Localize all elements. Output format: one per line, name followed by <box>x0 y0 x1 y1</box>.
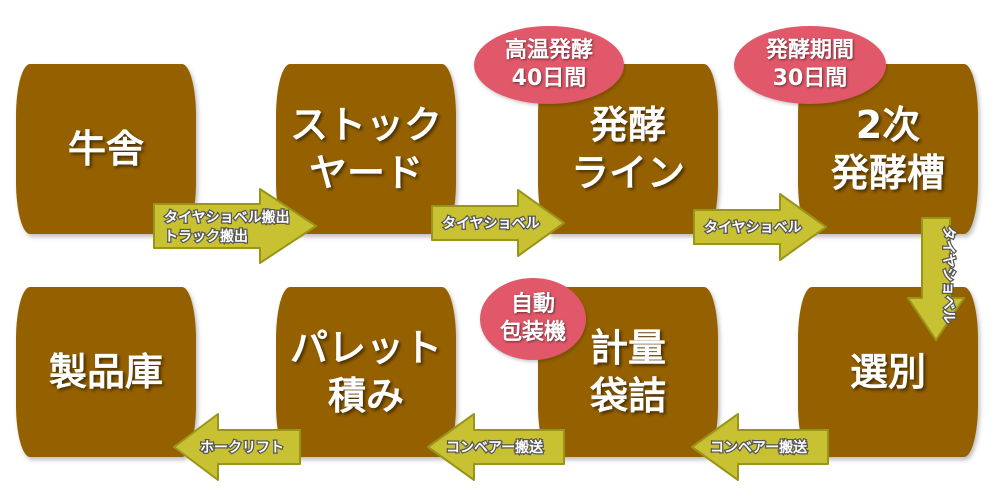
box-sorting: 選別 <box>798 287 978 457</box>
bubble-auto-pack: 自動 包装機 <box>480 278 586 360</box>
box-cowshed: 牛舎 <box>16 64 196 234</box>
arrow-label: タイヤショベル <box>442 216 540 232</box>
box-label: 製品庫 <box>48 350 163 394</box>
arrow-label: タイヤショベル <box>704 220 802 236</box>
arrow-stockyard-to-fermentation: タイヤショベル <box>431 189 565 257</box>
arrow-secondary-to-sorting: タイヤショベル <box>907 217 965 341</box>
arrow-palletizing-to-warehouse: ホークリフト <box>173 413 301 481</box>
arrow-weighing-to-palletizing: コンベアー搬送 <box>427 413 565 481</box>
arrow-sorting-to-weighing: コンベアー搬送 <box>691 413 829 481</box>
box-label: ストック ヤード <box>289 103 442 195</box>
box-label: 牛舎 <box>67 127 144 171</box>
box-stockyard: ストック ヤード <box>276 64 456 234</box>
arrow-fermentation-to-secondary: タイヤショベル <box>693 193 827 261</box>
box-label: 計量 袋詰 <box>589 326 666 418</box>
arrow-cowshed-to-stockyard: タイヤショベル搬出 トラック搬出 <box>153 188 317 264</box>
box-label: 2次 発酵槽 <box>830 103 945 195</box>
arrow-label-line-2: トラック搬出 <box>164 228 248 245</box>
arrow-label: コンベアー搬送 <box>710 439 808 456</box>
bubble-high-temp: 高温発酵 40日間 <box>474 26 624 104</box>
arrow-label: ホークリフト <box>200 440 284 456</box>
box-fermentation-line: 発酵 ライン <box>538 64 718 234</box>
box-label: パレット 積み <box>289 326 442 418</box>
bubble-period: 発酵期間 30日間 <box>734 26 886 104</box>
bubble-label: 発酵期間 30日間 <box>765 38 854 91</box>
box-product-warehouse: 製品庫 <box>16 287 196 457</box>
bubble-label: 高温発酵 40日間 <box>504 38 593 91</box>
box-label: 選別 <box>849 350 926 394</box>
arrow-label: コンベアー搬送 <box>446 439 544 456</box>
box-palletizing: パレット 積み <box>276 287 456 457</box>
arrow-label: タイヤショベル <box>940 226 956 324</box>
bubble-label: 自動 包装機 <box>499 292 566 345</box>
arrow-label-line-1: タイヤショベル搬出 <box>164 209 290 226</box>
box-label: 発酵 ライン <box>570 103 685 195</box>
